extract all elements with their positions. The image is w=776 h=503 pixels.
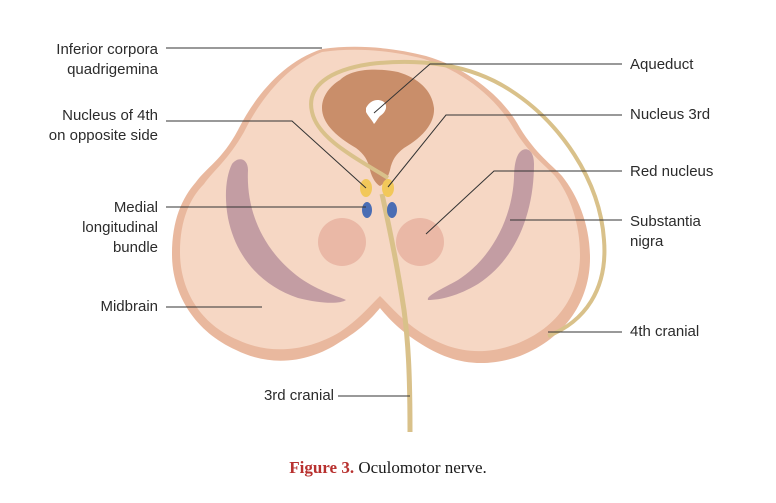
- third-cranial-nerve: [379, 193, 413, 433]
- label-inferior-corpora: Inferior corpora quadrigemina: [56, 40, 158, 80]
- figure-number: Figure 3.: [289, 458, 355, 477]
- label-third-cranial: 3rd cranial: [263, 387, 334, 404]
- leader-aqueduct: [373, 63, 622, 114]
- label-medial-longitudinal: Medial longitudinal bundle: [82, 198, 158, 258]
- red-nucleus-left: [318, 218, 366, 266]
- mlf-left-blue: [362, 202, 372, 218]
- label-nucleus-4th-line1: Nucleus of 4th: [62, 107, 158, 124]
- fourth-cranial-nerve: [309, 59, 607, 338]
- leader-red-nucleus: [425, 170, 622, 235]
- substantia-nigra-right: [427, 149, 534, 300]
- label-nucleus-3rd: Nucleus 3rd: [630, 106, 711, 123]
- aqueduct-lumen: [366, 100, 387, 124]
- figure-caption: Figure 3. Oculomotor nerve.: [0, 458, 776, 478]
- label-medial-line3: bundle: [112, 239, 158, 256]
- label-substantia-line2: nigra: [630, 233, 664, 250]
- label-nucleus-4th-line2: on opposite side: [48, 127, 158, 144]
- label-substantia-nigra: Substantia nigra: [630, 212, 701, 252]
- label-fourth-cranial: 4th cranial: [630, 323, 700, 340]
- label-inferior-corpora-line1: Inferior corpora: [56, 41, 158, 58]
- red-nucleus-right: [396, 218, 444, 266]
- label-medial-line1: Medial: [113, 199, 158, 216]
- label-substantia-line1: Substantia: [630, 213, 701, 230]
- label-inferior-corpora-line2: quadrigemina: [67, 61, 158, 78]
- figure-caption-text: Oculomotor nerve.: [354, 458, 487, 477]
- leader-nucleus-4th: [166, 120, 367, 189]
- aqueduct-region: [322, 69, 435, 186]
- leader-nucleus-3rd: [387, 114, 622, 188]
- substantia-nigra-left: [225, 159, 346, 303]
- mlf-right-blue: [387, 202, 397, 218]
- label-nucleus-4th: Nucleus of 4th on opposite side: [49, 106, 158, 146]
- label-medial-line2: longitudinal: [82, 219, 158, 236]
- label-aqueduct: Aqueduct: [630, 56, 694, 73]
- label-midbrain: Midbrain: [100, 298, 158, 315]
- label-red-nucleus: Red nucleus: [630, 163, 714, 180]
